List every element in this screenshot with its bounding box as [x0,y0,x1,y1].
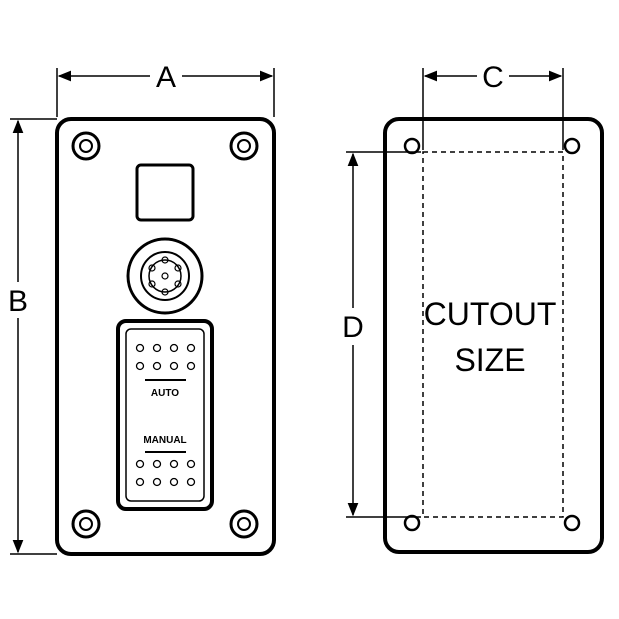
auto-label: AUTO [151,388,179,399]
cutout-hole-top-left [403,137,421,155]
screw-bottom-right [229,509,259,539]
round-connector [126,237,204,315]
dimension-b: B [8,118,57,555]
rocker-switch: AUTO MANUAL [116,319,214,511]
dimension-b-label: B [8,285,28,318]
screw-top-right [229,131,259,161]
panel-front-view: AUTO MANUAL [55,117,276,556]
cutout-label-line2: SIZE [454,342,525,378]
dimension-a-label: A [156,61,176,94]
screw-bottom-left [71,509,101,539]
panel-outline [55,117,276,556]
switch-dots-bottom [135,459,196,487]
cutout-dashed-area [422,151,564,518]
switch-dots-top [135,343,196,371]
square-indicator [135,163,195,222]
cutout-hole-top-right [563,137,581,155]
manual-label: MANUAL [143,435,186,446]
dimension-c: C [422,61,564,150]
rocker-switch-outline [116,319,214,511]
rocker-switch-inner [125,328,205,502]
dimension-c-label: C [482,61,504,94]
cutout-hole-bottom-right [563,514,581,532]
screw-top-left [71,131,101,161]
cutout-panel-outline [383,117,604,554]
dimension-d-label: D [342,311,364,344]
dimension-a: A [56,61,275,117]
panel-cutout-view: CUTOUT SIZE [383,117,604,554]
cutout-hole-bottom-left [403,514,421,532]
dimension-d: D [342,151,421,518]
cutout-label-line1: CUTOUT [424,296,557,332]
